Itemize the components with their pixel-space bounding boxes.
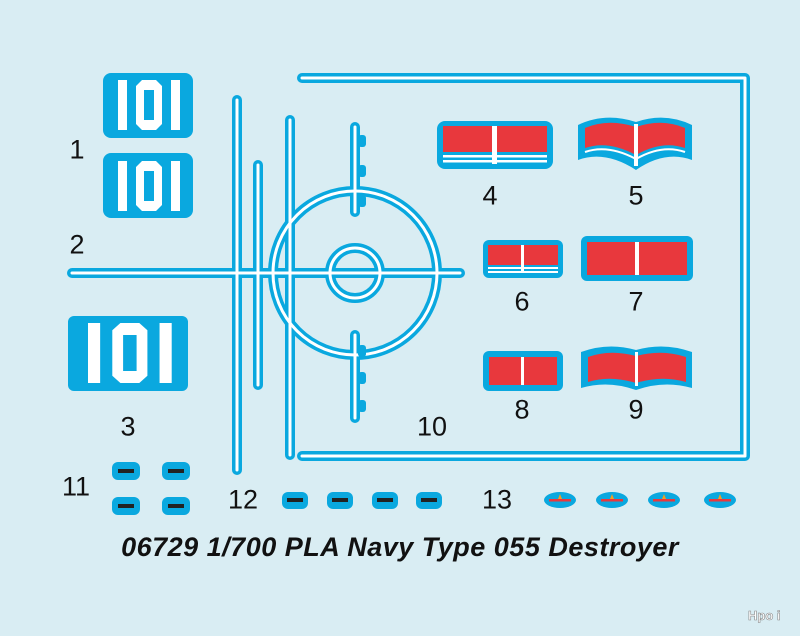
decal-8-flag (483, 351, 563, 391)
sheet-title: 06729 1/700 PLA Navy Type 055 Destroyer (121, 532, 679, 562)
decal-5-flag (578, 117, 692, 170)
decal-12-set (282, 492, 442, 509)
label-4: 4 (482, 180, 498, 211)
label-12: 12 (227, 484, 259, 515)
decal-6-flag (483, 240, 563, 278)
label-13: 13 (481, 484, 513, 515)
decal-2-inner-lines (70, 98, 462, 472)
decal-9-flag (581, 346, 692, 390)
label-10: 10 (416, 411, 448, 442)
decal-7-flag (581, 236, 693, 281)
label-2: 2 (69, 229, 85, 260)
decal-13-emblems (544, 492, 736, 508)
decal-1-bottom (103, 153, 193, 218)
label-8: 8 (514, 394, 530, 425)
small-decal-numbers (118, 469, 437, 508)
label-5: 5 (628, 180, 644, 211)
decal-3 (68, 316, 188, 391)
tab-notches (358, 135, 366, 412)
label-7: 7 (628, 286, 644, 317)
watermark: Hpo i (748, 608, 781, 624)
label-3: 3 (120, 411, 136, 442)
label-1: 1 (69, 134, 85, 165)
label-9: 9 (628, 394, 644, 425)
decal-1-top (103, 73, 193, 138)
label-11: 11 (61, 471, 91, 502)
decal-4-flag (437, 121, 553, 169)
label-6: 6 (514, 286, 530, 317)
